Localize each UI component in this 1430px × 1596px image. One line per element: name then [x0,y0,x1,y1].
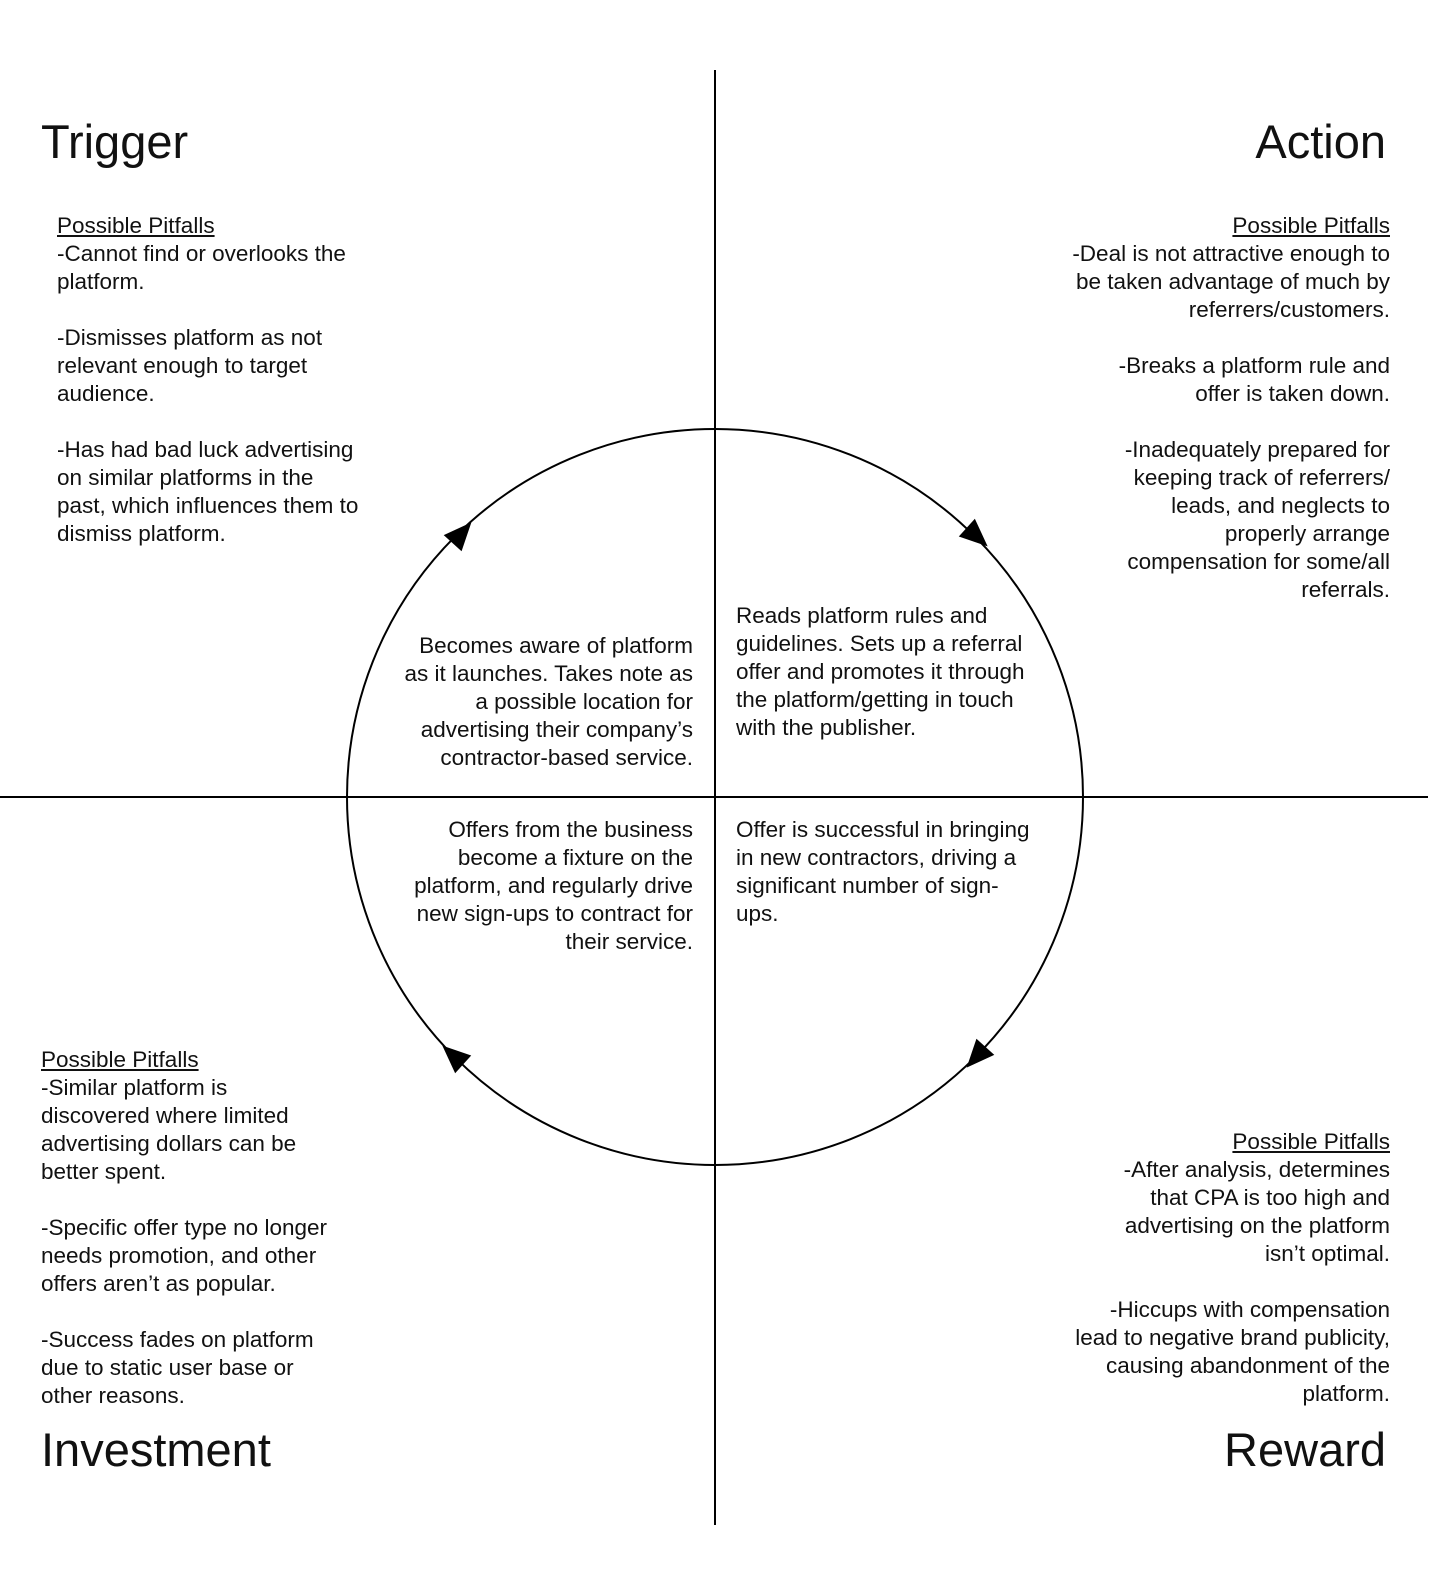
pitfalls-trigger: Possible Pitfalls -Cannot find or overlo… [57,212,367,548]
arrow-trigger-to-action [443,522,472,552]
stage-reward: Offer is successful in bringing in new c… [736,817,1030,926]
pitfall-item: -After analysis, determines that CPA is … [1123,1157,1390,1266]
stage-trigger: Becomes aware of platform as it launches… [404,633,693,770]
pitfalls-heading: Possible Pitfalls [1232,213,1390,238]
title-reward: Reward [1224,1423,1386,1476]
stage-investment: Offers from the business become a fixtur… [414,817,693,954]
pitfall-item: -Success fades on platform due to static… [41,1327,314,1408]
cycle-circle [346,428,1084,1166]
arrow-investment-to-trigger [442,1045,472,1074]
pitfall-item: -Dismisses platform as not relevant enou… [57,325,323,406]
arrow-action-to-reward [958,518,988,547]
pitfall-item: -Hiccups with compensation lead to negat… [1075,1297,1390,1406]
pitfalls-investment: Possible Pitfalls -Similar platform is d… [41,1046,351,1410]
title-action: Action [1255,115,1386,168]
title-investment: Investment [41,1423,271,1476]
title-trigger: Trigger [41,115,189,168]
pitfall-item: -Breaks a platform rule and offer is tak… [1118,353,1390,406]
pitfall-item: -Similar platform is discovered where li… [41,1075,297,1184]
pitfall-item: -Deal is not attractive enough to be tak… [1072,241,1390,322]
pitfall-item: -Has had bad luck advertising on similar… [57,437,359,546]
pitfalls-action: Possible Pitfalls -Deal is not attractiv… [1052,212,1390,604]
pitfalls-heading: Possible Pitfalls [57,213,215,238]
arrow-reward-to-investment [966,1038,995,1068]
pitfall-item: -Cannot find or overlooks the platform. [57,241,346,294]
pitfalls-heading: Possible Pitfalls [1232,1129,1390,1154]
stage-action: Reads platform rules and guidelines. Set… [736,603,1025,740]
pitfalls-reward: Possible Pitfalls -After analysis, deter… [1052,1128,1390,1408]
pitfall-item: -Inadequately prepared for keeping track… [1124,437,1390,602]
pitfall-item: -Specific offer type no longer needs pro… [41,1215,327,1296]
pitfalls-heading: Possible Pitfalls [41,1047,199,1072]
